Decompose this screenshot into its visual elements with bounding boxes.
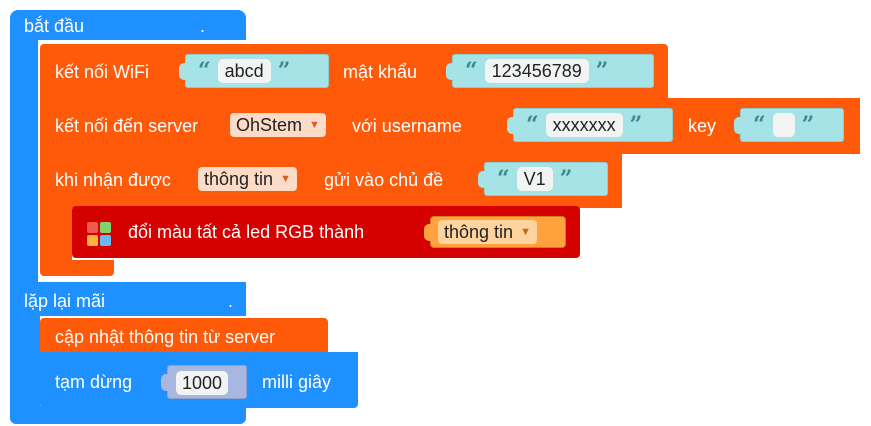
loop-block[interactable] xyxy=(10,284,246,316)
quote-open-icon: “ xyxy=(753,112,766,138)
server-block[interactable] xyxy=(40,98,860,154)
quote-close-icon: ” xyxy=(559,166,573,192)
dropdown-arrow-icon: ▼ xyxy=(520,226,531,238)
sleep-block-label: tạm dừng xyxy=(55,372,133,392)
quote-open-icon: “ xyxy=(526,112,539,138)
sleep-value-field[interactable]: 1000 xyxy=(176,371,229,395)
server-username-socket[interactable]: “ xxxxxxx ” xyxy=(507,108,673,142)
wifi-ssid-socket[interactable]: “ abcd ” xyxy=(179,54,329,88)
start-block[interactable] xyxy=(10,10,246,40)
receive-variable-dropdown[interactable]: thông tin ▼ xyxy=(198,167,297,191)
receive-topic-label: gửi vào chủ đề xyxy=(324,170,444,190)
server-key-socket[interactable]: “ ” xyxy=(734,108,844,142)
sleep-unit-label: milli giây xyxy=(262,372,332,392)
wifi-password-field[interactable]: 123456789 xyxy=(484,59,589,83)
wifi-ssid-field[interactable]: abcd xyxy=(217,59,271,83)
quote-close-icon: ” xyxy=(277,58,291,84)
led-variable-dropdown[interactable]: thông tin ▼ xyxy=(438,220,537,244)
update-block-label: cập nhật thông tin từ server xyxy=(55,327,276,347)
server-dropdown-value: OhStem xyxy=(236,115,303,135)
server-key-field[interactable] xyxy=(772,113,795,137)
rgb-led-icon xyxy=(87,222,111,246)
led-variable-value: thông tin xyxy=(444,222,514,242)
wifi-block-label: kết nối WiFi xyxy=(55,62,150,82)
quote-open-icon: “ xyxy=(198,58,211,84)
quote-close-icon: ” xyxy=(801,112,815,138)
quote-close-icon: ” xyxy=(595,58,609,84)
loop-block-foot xyxy=(10,406,246,424)
wifi-password-socket[interactable]: “ 123456789 ” xyxy=(446,54,654,88)
server-key-label: key xyxy=(688,116,717,136)
led-block-label: đổi màu tất cả led RGB thành xyxy=(128,222,365,242)
receive-topic-socket[interactable]: “ V1 ” xyxy=(478,162,608,196)
server-dropdown[interactable]: OhStem ▼ xyxy=(230,113,326,137)
wifi-password-label: mật khẩu xyxy=(343,62,418,82)
quote-open-icon: “ xyxy=(465,58,478,84)
server-username-field[interactable]: xxxxxxx xyxy=(545,113,623,137)
sleep-value-socket[interactable]: 1000 xyxy=(161,365,247,399)
server-block-label: kết nối đến server xyxy=(55,116,199,136)
start-block-dot: . xyxy=(200,16,206,36)
receive-block-body xyxy=(40,206,72,264)
quote-open-icon: “ xyxy=(497,166,510,192)
receive-block-label: khi nhận được xyxy=(55,170,171,190)
loop-block-body xyxy=(10,314,40,414)
start-block-body xyxy=(10,36,38,286)
dropdown-arrow-icon: ▼ xyxy=(309,119,320,131)
update-block[interactable] xyxy=(40,318,328,354)
receive-topic-field[interactable]: V1 xyxy=(516,167,553,191)
loop-block-dot: . xyxy=(228,291,234,311)
start-block-label: bắt đầu xyxy=(24,16,85,36)
receive-block-foot xyxy=(40,260,114,276)
receive-variable-value: thông tin xyxy=(204,169,274,189)
server-username-label: với username xyxy=(352,116,462,136)
loop-block-label: lặp lại mãi xyxy=(24,291,106,311)
led-variable-socket[interactable]: thông tin ▼ xyxy=(424,216,566,248)
dropdown-arrow-icon: ▼ xyxy=(280,173,291,185)
quote-close-icon: ” xyxy=(629,112,643,138)
